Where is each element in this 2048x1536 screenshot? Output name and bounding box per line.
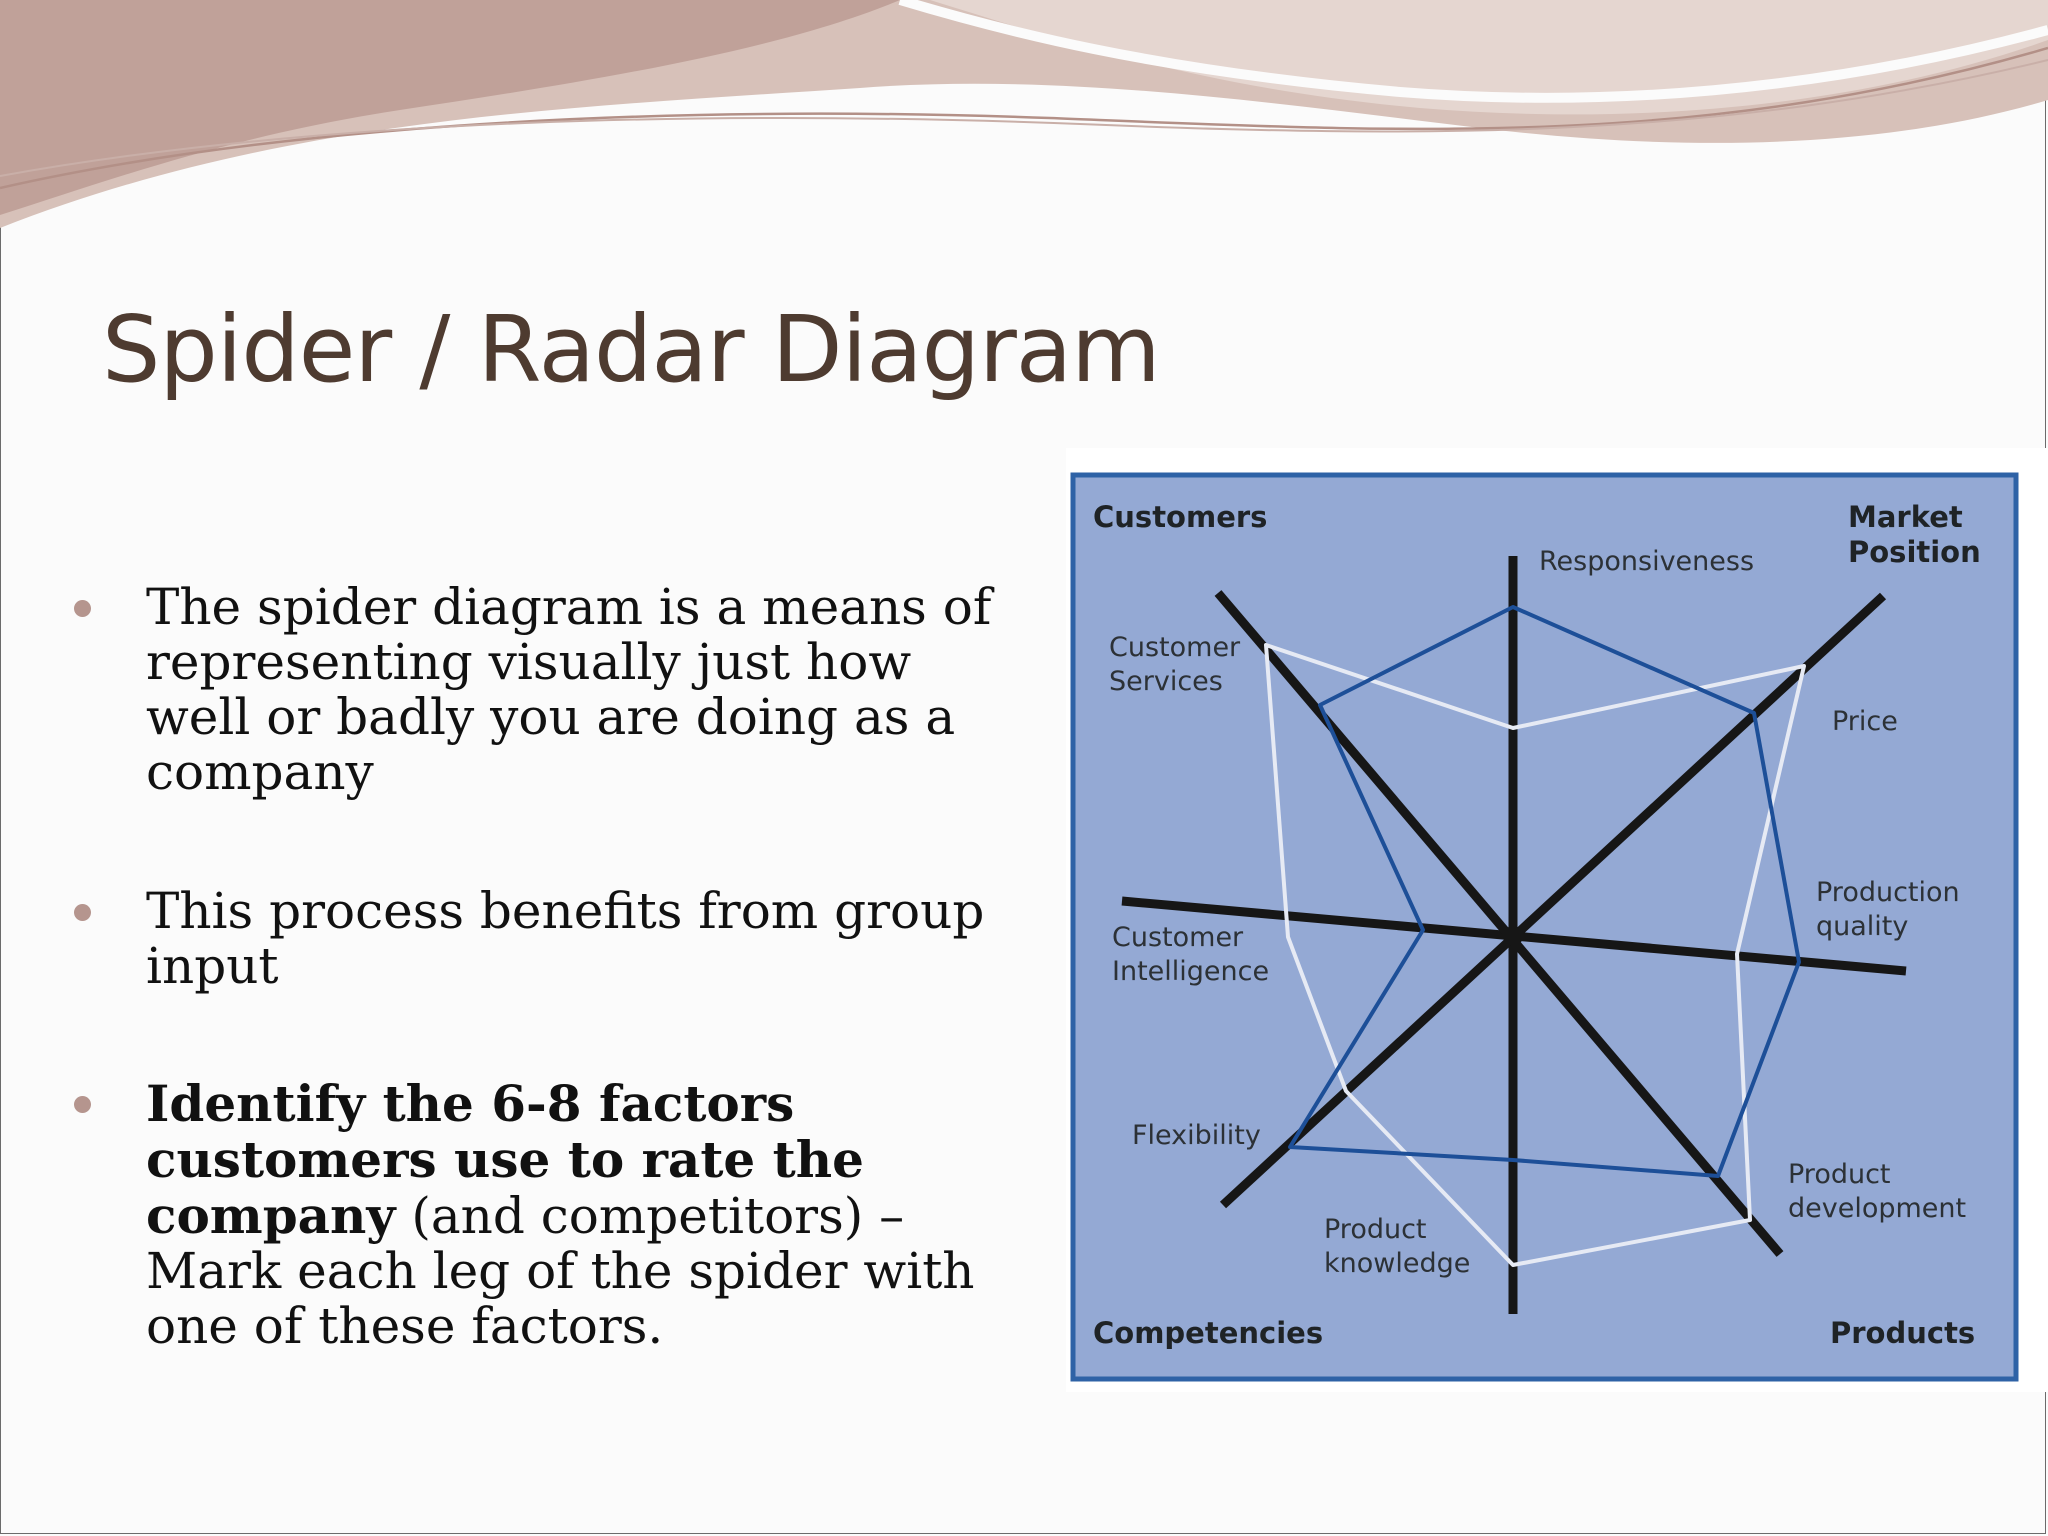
axis-label-services: Services [1109,666,1223,697]
bullet-item: Identify the 6-8 factors customers use t… [70,1076,1030,1354]
axis-label-flexibility: Flexibility [1132,1120,1261,1151]
bullet-text: (and competitors) – Mark each leg of the… [146,1187,975,1355]
bullet-text: The spider diagram is a means of represe… [146,578,992,801]
axis-label-customer-svc: Customer [1109,632,1241,663]
axis-label-production: Production [1816,877,1960,908]
corner-label-competencies: Competencies [1093,1316,1323,1350]
swoosh-front-band [0,0,900,215]
header-swoosh-decoration [0,0,2048,228]
spider-diagram: Customers Market Position Competencies P… [1070,472,2019,1382]
corner-label-position: Position [1848,535,1981,569]
axis-label-product-know: Product [1324,1214,1427,1245]
swoosh-highlight [898,0,2048,103]
spider-diagram-figure: Customers Market Position Competencies P… [1066,448,2048,1392]
bullet-dot-icon [74,600,91,617]
axis-hub [1503,926,1523,946]
diagram-panel [1070,472,2019,1382]
corner-label-products: Products [1830,1316,1975,1350]
bullet-dot-icon [74,904,91,921]
series-white-polygon [1264,643,1806,1267]
series-blue-polygon [1288,605,1801,1178]
axis-label-development: development [1788,1193,1966,1224]
swoosh-thin-line-1 [0,46,2048,190]
corner-label-customers: Customers [1093,500,1267,534]
bullet-dot-icon [74,1096,91,1113]
axis-label-product-dev: Product [1788,1159,1891,1190]
bullet-bold-text: Identify the 6-8 factors customers use t… [146,1074,864,1245]
corner-label-market: Market [1848,500,1963,534]
bullet-text: This process benefits from group input [146,882,985,995]
axis-label-customer-int: Customer [1112,922,1244,953]
slide-title: Spider / Radar Diagram [102,296,1161,403]
axis-label-responsiveness: Responsiveness [1539,546,1754,577]
bullet-item: The spider diagram is a means of represe… [70,580,1030,800]
axis-label-quality: quality [1816,911,1908,942]
axis-diagonal-right [1219,592,1887,1209]
axis-label-knowledge: knowledge [1324,1248,1470,1279]
axis-label-price: Price [1832,706,1898,737]
swoosh-mid-band [0,0,2048,115]
axis-diagonal-left [1214,590,1784,1257]
bullet-list: The spider diagram is a means of represe… [70,580,1030,1438]
swoosh-thin-line-2 [0,59,2048,177]
bullet-item: This process benefits from group input [70,884,1030,994]
axis-label-intelligence: Intelligence [1112,956,1269,987]
